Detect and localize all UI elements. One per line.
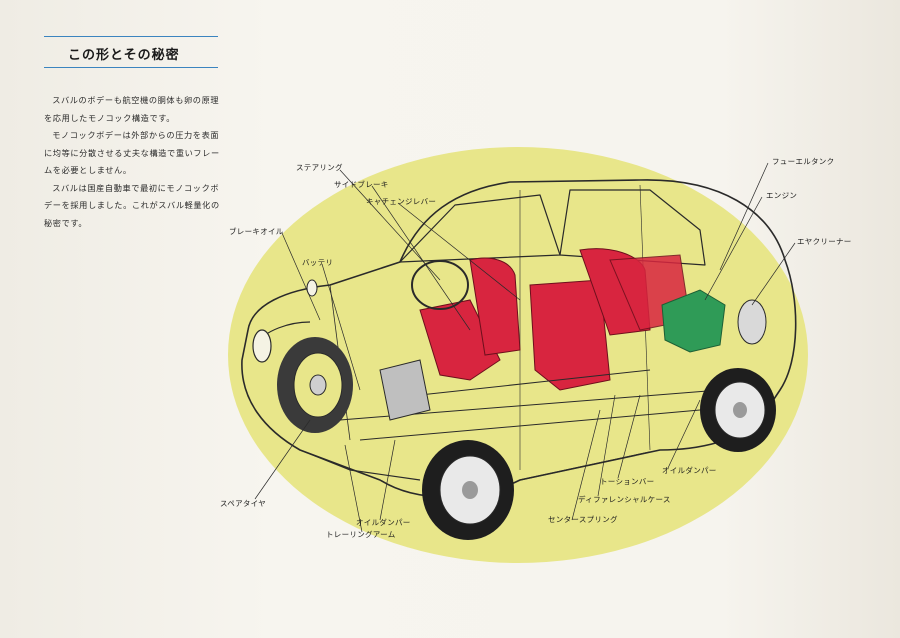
label-center-spring: センタースプリング [548,515,618,524]
label-fuel-tank: フューエルタンク [772,157,835,166]
spare-tire [277,337,353,433]
paragraph-2: モノコックボデーは外部からの圧力を表面に均等に分散させる丈夫な構造で重いフレーム… [44,130,220,175]
section-heading-box: この形とその秘密 [44,36,218,68]
label-air-cleaner: エヤクリーナー [797,237,852,246]
label-trailing-arm: トレーリングアーム [326,530,396,539]
paragraph-3: スバルは国産自動車で最初にモノコックボデーを採用しました。これがスバル軽量化の秘… [44,182,220,228]
label-side-brake: サイドブレーキ [334,180,389,189]
label-spare-tire: スペアタイヤ [220,499,267,508]
side-mirror [306,279,318,297]
front-wheel [422,440,514,540]
label-brake-oil: ブレーキオイル [229,227,284,236]
paragraph-1: スバルのボデーも航空機の胴体も卵の原理を応用したモノコック構造です。 [44,95,220,123]
label-change-lever: キャチェンジレバー [366,197,437,206]
label-battery: バッテリ [302,258,334,267]
steering-wheel [411,260,469,310]
label-steering: ステアリング [296,163,343,172]
rear-wheel [700,368,776,452]
section-heading: この形とその秘密 [68,48,180,63]
callout-leaders [254,162,796,533]
egg-background [228,147,808,563]
label-torsion-bar: トーションバー [600,477,655,486]
label-differential-case: ディファレンシャルケース [578,495,671,504]
chassis [339,359,721,441]
headlight [252,329,272,363]
label-oil-damper-rear: オイルダンパー [662,466,717,475]
engine-block [661,289,767,353]
label-engine: エンジン [766,191,798,200]
body-text: スバルのボデーも航空機の胴体も卵の原理を応用したモノコック構造です。 モノコック… [44,92,220,232]
label-oil-damper-front: オイルダンパー [356,518,411,527]
